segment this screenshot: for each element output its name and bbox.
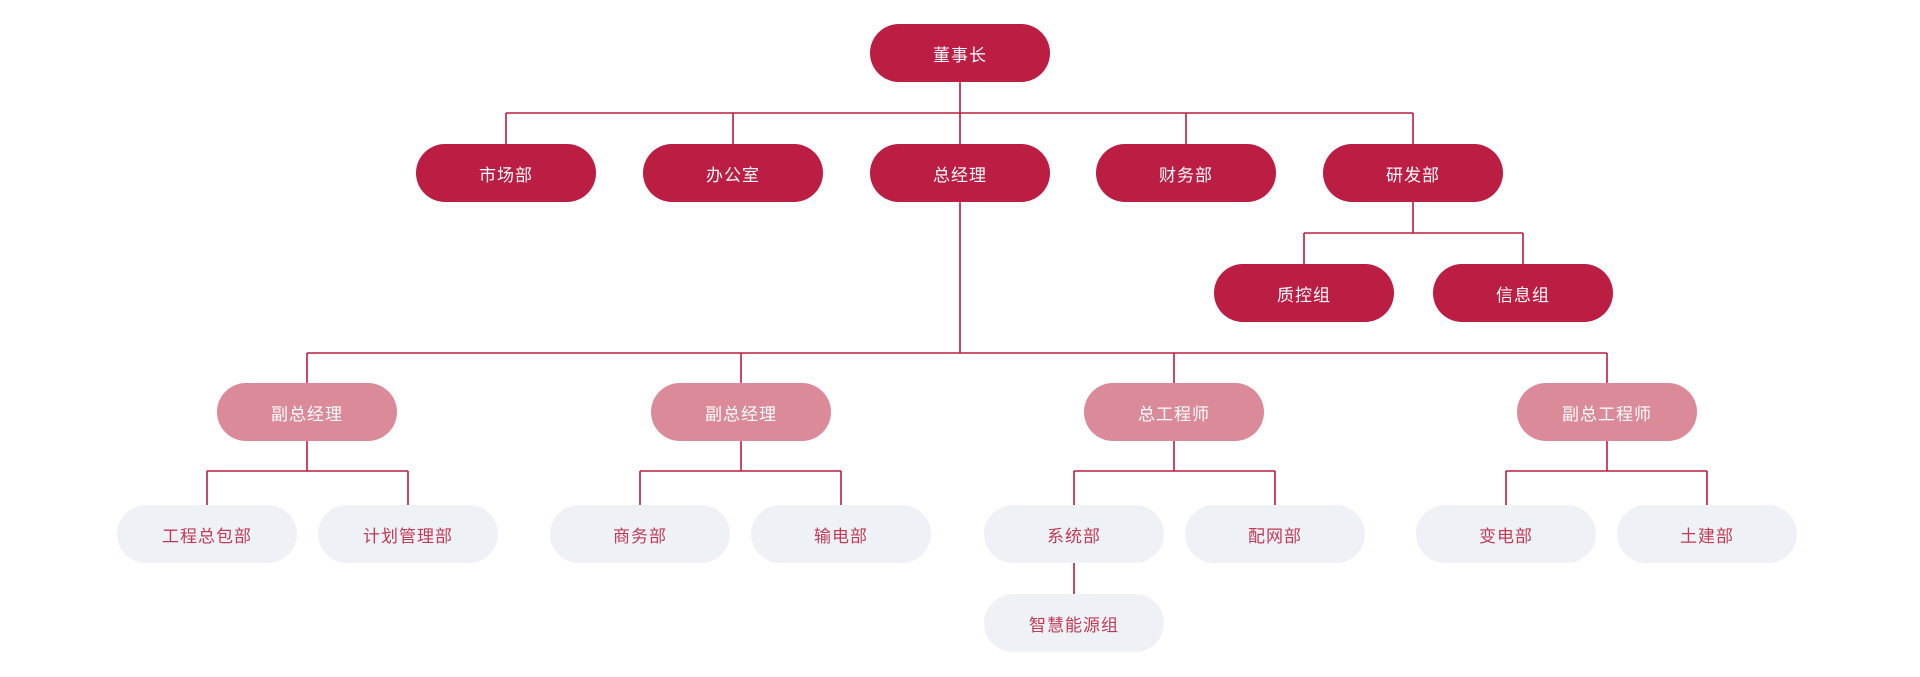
- org-node-label: 智慧能源组: [1029, 615, 1119, 635]
- org-node-planning[interactable]: 计划管理部: [318, 505, 498, 563]
- org-node-chief-engineer[interactable]: 总工程师: [1084, 383, 1264, 441]
- org-node-label: 副总工程师: [1562, 404, 1652, 424]
- org-node-marketing[interactable]: 市场部: [416, 144, 596, 202]
- org-node-deputy-gm-1[interactable]: 副总经理: [217, 383, 397, 441]
- org-node-label: 工程总包部: [162, 526, 252, 546]
- org-node-label: 系统部: [1047, 526, 1101, 546]
- org-node-general-manager[interactable]: 总经理: [870, 144, 1050, 202]
- org-node-label: 办公室: [706, 165, 760, 185]
- org-node-epc[interactable]: 工程总包部: [117, 505, 297, 563]
- org-node-label: 财务部: [1159, 165, 1213, 185]
- org-node-label: 输电部: [814, 526, 868, 546]
- org-node-label: 研发部: [1386, 165, 1440, 185]
- org-node-commerce[interactable]: 商务部: [550, 505, 730, 563]
- org-node-label: 变电部: [1479, 526, 1533, 546]
- org-node-civil[interactable]: 土建部: [1617, 505, 1797, 563]
- org-node-transmission[interactable]: 输电部: [751, 505, 931, 563]
- org-node-chairman[interactable]: 董事长: [870, 24, 1050, 82]
- org-node-distribution[interactable]: 配网部: [1185, 505, 1365, 563]
- org-node-label: 总工程师: [1138, 404, 1210, 424]
- org-node-label: 总经理: [933, 165, 987, 185]
- org-node-label: 董事长: [933, 45, 987, 65]
- org-node-deputy-gm-2[interactable]: 副总经理: [651, 383, 831, 441]
- org-node-deputy-chief-engineer[interactable]: 副总工程师: [1517, 383, 1697, 441]
- org-node-system[interactable]: 系统部: [984, 505, 1164, 563]
- org-node-label: 质控组: [1277, 285, 1331, 305]
- org-node-smart-energy[interactable]: 智慧能源组: [984, 594, 1164, 652]
- org-node-label: 土建部: [1680, 526, 1734, 546]
- org-node-label: 信息组: [1496, 285, 1550, 305]
- org-node-label: 计划管理部: [363, 526, 453, 546]
- org-node-quality-control[interactable]: 质控组: [1214, 264, 1394, 322]
- org-node-label: 市场部: [479, 165, 533, 185]
- org-node-label: 商务部: [613, 526, 667, 546]
- org-node-label: 配网部: [1248, 526, 1302, 546]
- org-node-label: 副总经理: [705, 404, 777, 424]
- org-node-office[interactable]: 办公室: [643, 144, 823, 202]
- org-node-substation[interactable]: 变电部: [1416, 505, 1596, 563]
- org-node-finance[interactable]: 财务部: [1096, 144, 1276, 202]
- org-node-research[interactable]: 研发部: [1323, 144, 1503, 202]
- org-node-information[interactable]: 信息组: [1433, 264, 1613, 322]
- org-node-label: 副总经理: [271, 404, 343, 424]
